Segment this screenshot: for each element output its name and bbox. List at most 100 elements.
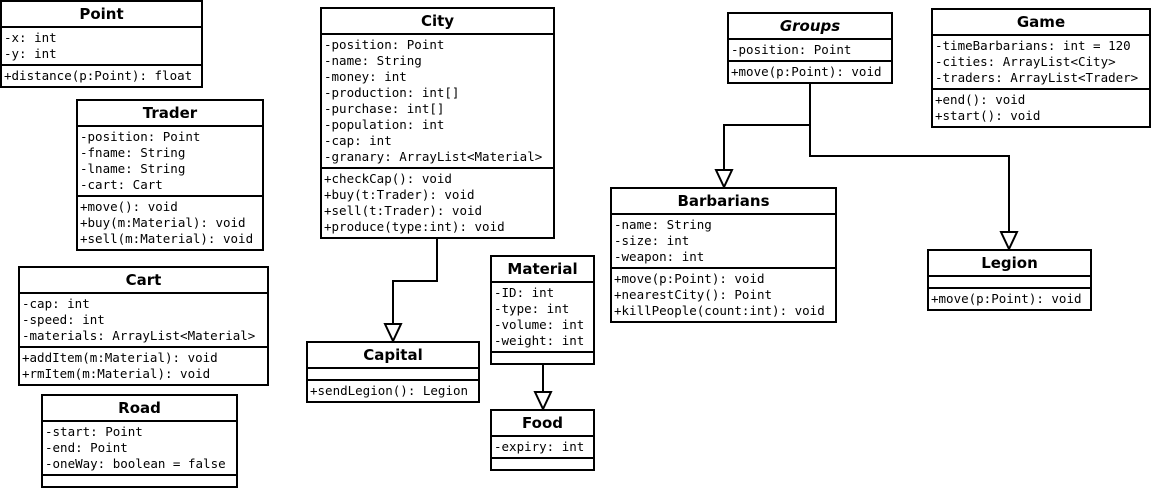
legion-operations: +move(p:Point): void	[929, 287, 1090, 309]
city-attribute: -position: Point	[324, 37, 445, 52]
point-attributes: -x: int-y: int	[2, 26, 201, 64]
class-trader: Trader -position: Point-fname: String-lna…	[76, 99, 264, 251]
road-attributes: -start: Point-end: Point-oneWay: boolean…	[43, 420, 236, 474]
barbarians-attributes: -name: String-size: int-weapon: int	[612, 213, 835, 267]
generalization-arrowhead	[999, 231, 1019, 252]
class-material: Material -ID: int-type: int-volume: int-w…	[490, 255, 595, 365]
point-operations: +distance(p:Point): float	[2, 64, 201, 86]
cart-attributes: -cap: int-speed: int-materials: ArrayLis…	[20, 292, 267, 346]
city-attribute: -production: int[]	[324, 85, 460, 100]
groups-attributes: -position: Point	[729, 38, 891, 60]
material-attribute: -volume: int	[494, 317, 585, 332]
class-barbarians: Barbarians -name: String-size: int-weapon…	[610, 187, 837, 323]
game-attribute: -traders: ArrayList<Trader>	[935, 70, 1139, 85]
point-attribute: -y: int	[4, 46, 57, 61]
city-attribute: -name: String	[324, 53, 422, 68]
city-operation: +buy(t:Trader): void	[324, 187, 475, 202]
trader-attribute: -cart: Cart	[80, 177, 163, 192]
trader-attribute: -position: Point	[80, 129, 201, 144]
city-operation: +sell(t:Trader): void	[324, 203, 483, 218]
trader-attribute: -lname: String	[80, 161, 186, 176]
material-attribute: -ID: int	[494, 285, 555, 300]
road-attribute: -start: Point	[45, 424, 143, 439]
trader-class-name: Trader	[142, 104, 198, 122]
barbarians-operation: +killPeople(count:int): void	[614, 303, 825, 318]
material-attributes: -ID: int-type: int-volume: int-weight: i…	[492, 281, 593, 351]
generalization-arrowhead	[533, 391, 553, 412]
cart-operations: +addItem(m:Material): void+rmItem(m:Mate…	[20, 346, 267, 384]
cart-operation: +rmItem(m:Material): void	[22, 366, 211, 381]
legion-attributes	[929, 275, 1090, 287]
legion-to-groups-edge	[809, 125, 1010, 232]
class-city: City -position: Point-name: String-money:…	[320, 7, 555, 239]
trader-operation: +buy(m:Material): void	[80, 215, 246, 230]
legion-class-name: Legion	[981, 254, 1038, 272]
material-operations	[492, 351, 593, 363]
generalization-arrowhead	[383, 323, 403, 344]
trader-operation: +move(): void	[80, 199, 178, 214]
road-attribute: -end: Point	[45, 440, 128, 455]
class-game: Game -timeBarbarians: int = 120-cities: A…	[931, 8, 1151, 128]
class-groups: Groups-position: Point+move(p:Point): vo…	[727, 12, 893, 84]
generalization-arrowhead	[714, 169, 734, 190]
capital-class-name: Capital	[363, 346, 423, 364]
game-operations: +end(): void+start(): void	[933, 88, 1149, 126]
game-operation: +start(): void	[935, 108, 1041, 123]
cart-attribute: -cap: int	[22, 296, 90, 311]
game-class-name: Game	[1016, 13, 1066, 31]
class-road: Road -start: Point-end: Point-oneWay: boo…	[41, 394, 238, 488]
barbarians-class-name: Barbarians	[677, 192, 770, 210]
capital-attributes	[308, 367, 478, 379]
point-attribute: -x: int	[4, 30, 57, 45]
barbarians-operations: +move(p:Point): void+nearestCity(): Poin…	[612, 267, 835, 321]
material-attribute: -weight: int	[494, 333, 585, 348]
trader-attributes: -position: Point-fname: String-lname: St…	[78, 125, 262, 195]
material-class-name: Material	[507, 260, 578, 278]
trader-attribute: -fname: String	[80, 145, 186, 160]
point-operation: +distance(p:Point): float	[4, 68, 193, 83]
food-attribute: -expiry: int	[494, 439, 585, 454]
barbarians-attribute: -size: int	[614, 233, 690, 248]
city-attribute: -granary: ArrayList<Material>	[324, 149, 543, 164]
capital-operation: +sendLegion(): Legion	[310, 383, 469, 398]
cart-attribute: -materials: ArrayList<Material>	[22, 328, 256, 343]
city-operations: +checkCap(): void+buy(t:Trader): void+se…	[322, 167, 553, 237]
trader-operation: +sell(m:Material): void	[80, 231, 254, 246]
city-operation: +produce(type:int): void	[324, 219, 505, 234]
city-class-name: City	[420, 12, 455, 30]
road-operations	[43, 474, 236, 486]
road-class-name: Road	[118, 399, 161, 417]
road-attribute: -oneWay: boolean = false	[45, 456, 226, 471]
cart-attribute: -speed: int	[22, 312, 105, 327]
cart-operation: +addItem(m:Material): void	[22, 350, 218, 365]
food-attributes: -expiry: int	[492, 435, 593, 457]
class-capital: Capital +sendLegion(): Legion	[306, 341, 480, 403]
game-attribute: -timeBarbarians: int = 120	[935, 38, 1131, 53]
game-operation: +end(): void	[935, 92, 1026, 107]
capital-to-city-edge	[392, 235, 438, 324]
groups-attribute: -position: Point	[731, 42, 852, 57]
trader-operations: +move(): void+buy(m:Material): void+sell…	[78, 195, 262, 249]
city-attribute: -money: int	[324, 69, 407, 84]
cart-class-name: Cart	[125, 271, 162, 289]
barbarians-operation: +nearestCity(): Point	[614, 287, 773, 302]
groups-operations: +move(p:Point): void	[729, 60, 891, 82]
city-operation: +checkCap(): void	[324, 171, 452, 186]
game-attribute: -cities: ArrayList<City>	[935, 54, 1116, 69]
class-legion: Legion +move(p:Point): void	[927, 249, 1092, 311]
city-attributes: -position: Point-name: String-money: int…	[322, 33, 553, 167]
food-operations	[492, 457, 593, 469]
game-attributes: -timeBarbarians: int = 120-cities: Array…	[933, 34, 1149, 88]
groups-operation: +move(p:Point): void	[731, 64, 882, 79]
class-food: Food -expiry: int	[490, 409, 595, 471]
city-attribute: -cap: int	[324, 133, 392, 148]
barbarians-to-groups-edge	[723, 81, 811, 170]
legion-operation: +move(p:Point): void	[931, 291, 1082, 306]
capital-operations: +sendLegion(): Legion	[308, 379, 478, 401]
point-class-name: Point	[79, 5, 124, 23]
material-attribute: -type: int	[494, 301, 570, 316]
food-class-name: Food	[522, 414, 563, 432]
city-attribute: -purchase: int[]	[324, 101, 445, 116]
